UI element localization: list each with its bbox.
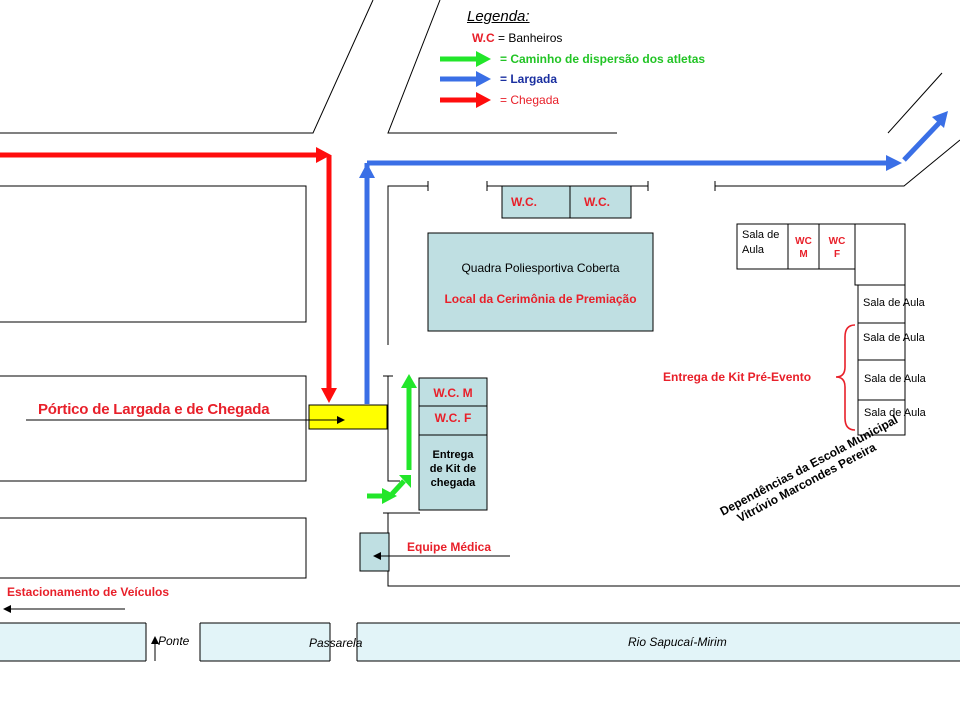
- sala-2-label: Sala de Aula: [863, 332, 925, 344]
- city-blocks: [0, 185, 307, 579]
- kit-finish-line2: de Kit de: [429, 463, 477, 475]
- classroom-block: [736, 223, 906, 436]
- sala-top-line1: Sala de: [742, 229, 780, 241]
- legend-wc-code: W.C: [472, 31, 495, 45]
- wc-f-label: W.C. F: [434, 411, 472, 425]
- athletes-path: [367, 374, 417, 504]
- medical-box: [359, 532, 390, 572]
- kit-pre-event-label: Entrega de Kit Pré-Evento: [663, 370, 812, 384]
- pointer-arrows: [3, 416, 510, 661]
- medical-label: Equipe Médica: [407, 540, 492, 554]
- buildings: [359, 185, 654, 572]
- legend-title: Legenda:: [467, 8, 530, 25]
- wc-f-small-line2: F: [833, 249, 841, 260]
- legend-blue-text: = Largada: [500, 72, 558, 86]
- kit-finish-line3: chegada: [430, 477, 476, 489]
- sala-4-label: Sala de Aula: [864, 407, 926, 419]
- streets: [0, 0, 960, 187]
- kit-pre-event-brace: [835, 324, 856, 431]
- wc-m-label: W.C. M: [433, 386, 473, 400]
- legend-wc: W.C = Banheiros: [472, 32, 562, 44]
- walkway-label: Passarela: [309, 636, 363, 650]
- top-wc-1-label: W.C.: [511, 195, 537, 209]
- parking-label: Estacionamento de Veículos: [7, 585, 170, 599]
- kit-finish-box: [418, 434, 488, 511]
- top-wc-2-box: [569, 185, 632, 219]
- legend-arrows: [440, 51, 491, 108]
- finish-path: [0, 147, 337, 403]
- sala-top-line2: Aula: [742, 244, 765, 256]
- legend-red-text: = Chegada: [500, 93, 560, 107]
- gym-subtitle: Local da Cerimônia de Premiação: [444, 292, 637, 306]
- sala-1-label: Sala de Aula: [863, 297, 925, 309]
- gym-title: Quadra Poliesportiva Coberta: [461, 261, 620, 275]
- wc-m-small-line1: WC: [795, 236, 812, 247]
- portico-label: Pórtico de Largada e de Chegada: [38, 401, 270, 418]
- bridge-label: Ponte: [158, 634, 190, 648]
- wc-m-box: [418, 377, 488, 407]
- sala-3-label: Sala de Aula: [864, 373, 926, 385]
- top-wc-1-box: [501, 185, 571, 219]
- wc-f-small-line1: WC: [828, 236, 846, 247]
- kit-finish-line1: Entrega: [432, 449, 474, 461]
- start-path: [359, 111, 948, 404]
- top-wc-2-label: W.C.: [584, 195, 610, 209]
- legend-wc-text: = Banheiros: [498, 31, 563, 45]
- river-label: Rio Sapucaí-Mirim: [628, 635, 727, 649]
- wc-f-box: [418, 405, 488, 436]
- gym-box: [427, 232, 654, 332]
- river: [0, 618, 960, 666]
- legend-green-text: = Caminho de dispersão dos atletas: [500, 52, 706, 66]
- portico-box: [308, 404, 388, 430]
- wc-m-small-line2: M: [799, 249, 808, 260]
